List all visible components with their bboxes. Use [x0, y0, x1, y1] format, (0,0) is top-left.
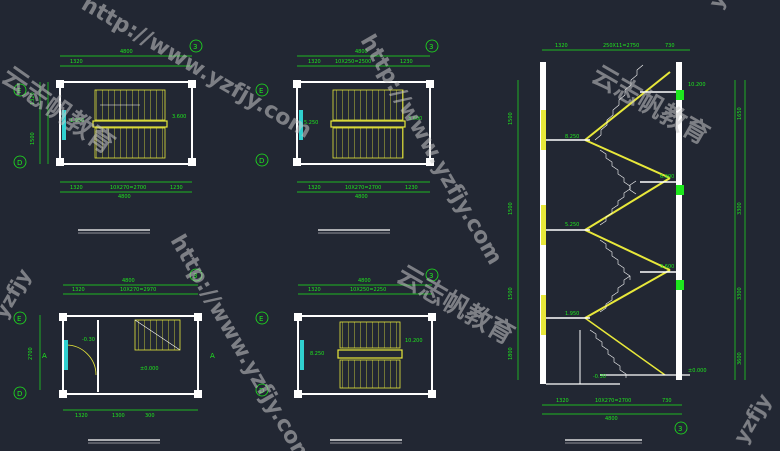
pl3-axis-d: D [17, 390, 22, 398]
pl4-overall-width: 4800 [358, 278, 371, 284]
pl1-side-dim-2: 1500 [30, 132, 36, 145]
pl1-seg-bottom-left: 1320 [70, 185, 83, 191]
pl2-seg-top-mid: 10X250=2500 [335, 59, 371, 65]
sec-top-dim-1: 1320 [555, 43, 568, 49]
sec-right-dim-1: 1650 [737, 107, 743, 120]
sec-left-dim-2: 1500 [508, 202, 514, 215]
pl4-seg-top-left: 1320 [308, 287, 321, 293]
sec-bottom-total: 4800 [605, 416, 618, 422]
pl4-level-right: 10.200 [405, 338, 423, 344]
sec-bottom-dim-3: 730 [662, 398, 672, 404]
sec-level-6900: 6.900 [660, 174, 674, 180]
sec-bottom-dim-2: 10X270=2700 [595, 398, 631, 404]
pl2-seg-top-right: 1230 [400, 59, 413, 65]
wm-url-1: http://www.yzfjy.com [77, 0, 316, 144]
sec-level-1950: 1.950 [565, 311, 579, 317]
sec-level-3600: 3.600 [660, 264, 674, 270]
pl4-axis-e: E [259, 315, 263, 323]
sec-right-dim-3: 3300 [737, 287, 743, 300]
pl2-axis-top: 3 [429, 43, 433, 51]
pl3-seg-bottom-mid: 1300 [112, 413, 125, 419]
pl1-seg-bottom-right: 1230 [170, 185, 183, 191]
pl3-section-mark-right: A [210, 352, 215, 360]
sec-left-dim-4: 1800 [508, 347, 514, 360]
pl3-side-dim: 2700 [28, 347, 34, 360]
plan-bottom-mid: 4800 1320 10X250=2250 3 E D 8.250 10.200 [255, 268, 439, 444]
sec-right-dim-2: 3300 [737, 202, 743, 215]
pl1-seg-bottom-mid: 10X270=2700 [110, 185, 146, 191]
sec-level-5250: 5.250 [565, 222, 579, 228]
sec-bottom-dim-1: 1320 [556, 398, 569, 404]
sec-level-8250: 8.250 [565, 134, 579, 140]
pl2-overall-width: 4800 [355, 49, 368, 55]
wm-corner-2: yzfjy [0, 264, 36, 322]
plan-top-mid: 4800 1320 10X250=2500 1230 1320 10X270=2… [255, 39, 439, 234]
pl4-axis-top: 3 [429, 272, 433, 280]
pl2-seg-top-left: 1320 [308, 59, 321, 65]
pl2-seg-bottom-mid: 10X270=2700 [345, 185, 381, 191]
pl1-seg-top-left: 1320 [70, 59, 83, 65]
pl3-seg-top-left: 1320 [72, 287, 85, 293]
plan-bottom-left: 4800 1320 10X270=2970 1320 1300 300 2700… [13, 268, 215, 444]
wm-url-3: http://www.yzfjy.com [165, 231, 317, 451]
sec-left-dim-3: 1500 [508, 287, 514, 300]
pl2-level-left: 5.250 [304, 120, 318, 126]
pl2-axis-d: D [259, 157, 264, 165]
wm-corner-1: yzfjy [704, 0, 751, 13]
sec-right-dim-4: 3600 [737, 352, 743, 365]
pl3-axis-e: E [17, 315, 21, 323]
pl1-axis-e: E [17, 87, 21, 95]
pl2-seg-bottom-left: 1320 [308, 185, 321, 191]
pl3-seg-bottom-right: 300 [145, 413, 155, 419]
pl3-level-b: ±0.000 [140, 366, 159, 372]
pl1-overall-width: 4800 [120, 49, 133, 55]
plan-top-left: 4800 1320 1320 10X270=2700 1230 4800 132… [13, 39, 203, 234]
sec-level-0000: ±0.000 [688, 368, 707, 374]
pl2-overall-bottom: 4800 [355, 194, 368, 200]
pl4-seg-top-mid: 10X250=2250 [350, 287, 386, 293]
pl2-level-right: 3.600 [408, 116, 422, 122]
pl1-axis-d: D [17, 159, 22, 167]
stair-section: 1320 250X11=2750 730 [508, 43, 746, 444]
pl3-seg-top-mid: 10X270=2970 [120, 287, 156, 293]
pl2-axis-e: E [259, 87, 263, 95]
sec-left-dim-1: 1500 [508, 112, 514, 125]
pl1-side-dim-1: 1320 [30, 92, 36, 105]
pl3-level-a: -0.30 [82, 337, 95, 343]
wm-brand-2: 云志帆教育 [587, 59, 715, 151]
pl3-section-mark-left: A [42, 352, 47, 360]
sec-axis-bottom: 3 [678, 425, 682, 433]
pl3-seg-bottom-left: 1320 [75, 413, 88, 419]
pl4-axis-d: D [259, 387, 264, 395]
pl2-seg-bottom-right: 1230 [405, 185, 418, 191]
sec-top-dim-2: 250X11=2750 [603, 43, 639, 49]
pl3-overall-width: 4800 [122, 278, 135, 284]
pl1-level-right: 3.600 [172, 114, 186, 120]
sec-level-10200: 10.200 [688, 82, 706, 88]
pl4-level-left: 8.250 [310, 351, 324, 357]
wm-corner-3: yzfjy [729, 389, 776, 447]
pl1-overall-bottom: 4800 [118, 194, 131, 200]
pl1-axis-top: 3 [193, 43, 197, 51]
sec-top-dim-3: 730 [665, 43, 675, 49]
pl1-level-left: 1.950 [70, 118, 84, 124]
sec-level-minus030: -0.30 [593, 374, 606, 380]
pl3-axis-top: 3 [193, 272, 197, 280]
